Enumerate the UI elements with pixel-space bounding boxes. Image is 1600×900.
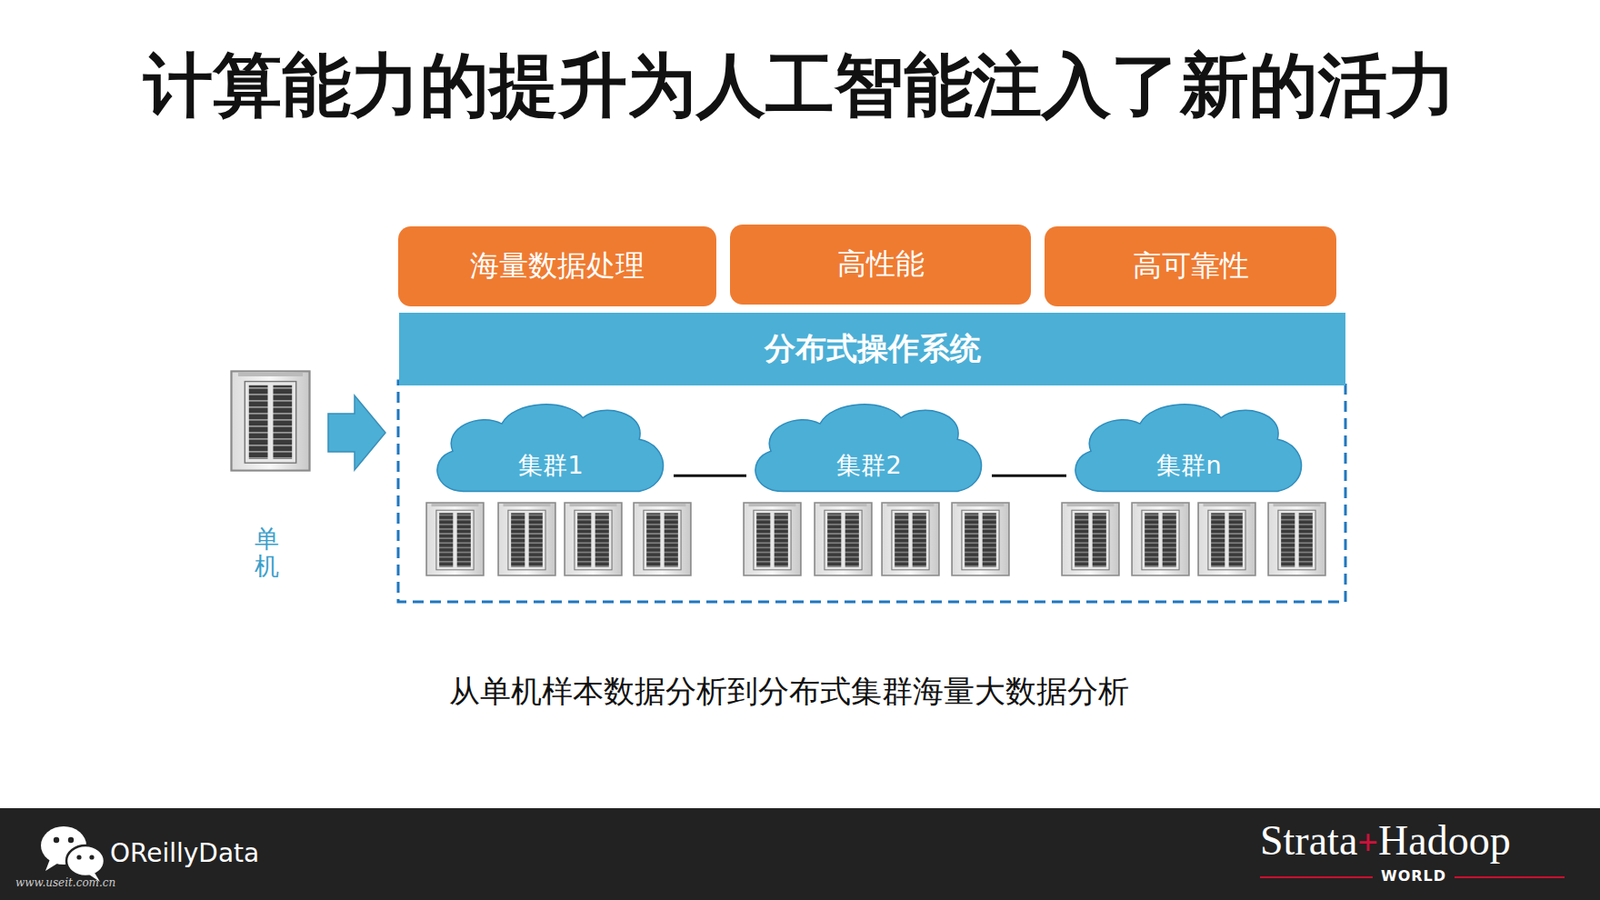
footer-bar [0, 808, 1600, 900]
server-row [426, 502, 1326, 576]
node-label: 分布式操作系统 [764, 328, 981, 370]
node-label: 集群n [1066, 449, 1312, 482]
server-icon [230, 370, 310, 470]
logo: Strata+Hadoop [1260, 816, 1511, 865]
cluster-cloud: 集群1 [428, 398, 674, 497]
flow-arrow [328, 395, 386, 470]
node-label: 集群2 [746, 449, 992, 482]
logo-text: Hadoop [1378, 816, 1511, 865]
logo-rule [1260, 876, 1373, 879]
wechat-icon [40, 826, 105, 882]
cluster-region [398, 380, 1346, 602]
feature-box: 海量数据处理 [398, 226, 717, 307]
cluster-link [991, 474, 1067, 478]
node-label: 高可靠性 [1132, 246, 1250, 287]
cloud-shape [1066, 398, 1312, 497]
feature-box: 高可靠性 [1044, 226, 1337, 307]
device-label: 单机 [254, 525, 280, 580]
caption: 从单机样本数据分析到分布式集群海量大数据分析 [449, 670, 1130, 713]
node-label: 海量数据处理 [470, 246, 645, 287]
logo-subtitle: WORLD [1380, 867, 1447, 885]
feature-box: 高性能 [730, 224, 1031, 305]
node-label: 集群1 [428, 449, 674, 482]
cluster-cloud: 集群2 [746, 398, 992, 497]
cluster-link [673, 474, 747, 478]
cluster-cloud: 集群n [1066, 398, 1312, 497]
brand-name: OReillyData [110, 838, 260, 869]
watermark: www.useit.com.cn [15, 876, 116, 890]
cloud-shape [746, 398, 992, 497]
logo-rule [1454, 876, 1565, 879]
logo-text: Strata [1260, 816, 1358, 865]
os-band: 分布式操作系统 [399, 312, 1346, 386]
slide-title: 计算能力的提升为人工智能注入了新的活力 [0, 43, 1600, 127]
cloud-shape [428, 398, 674, 497]
logo-plus: + [1357, 820, 1379, 864]
node-label: 高性能 [837, 244, 925, 285]
